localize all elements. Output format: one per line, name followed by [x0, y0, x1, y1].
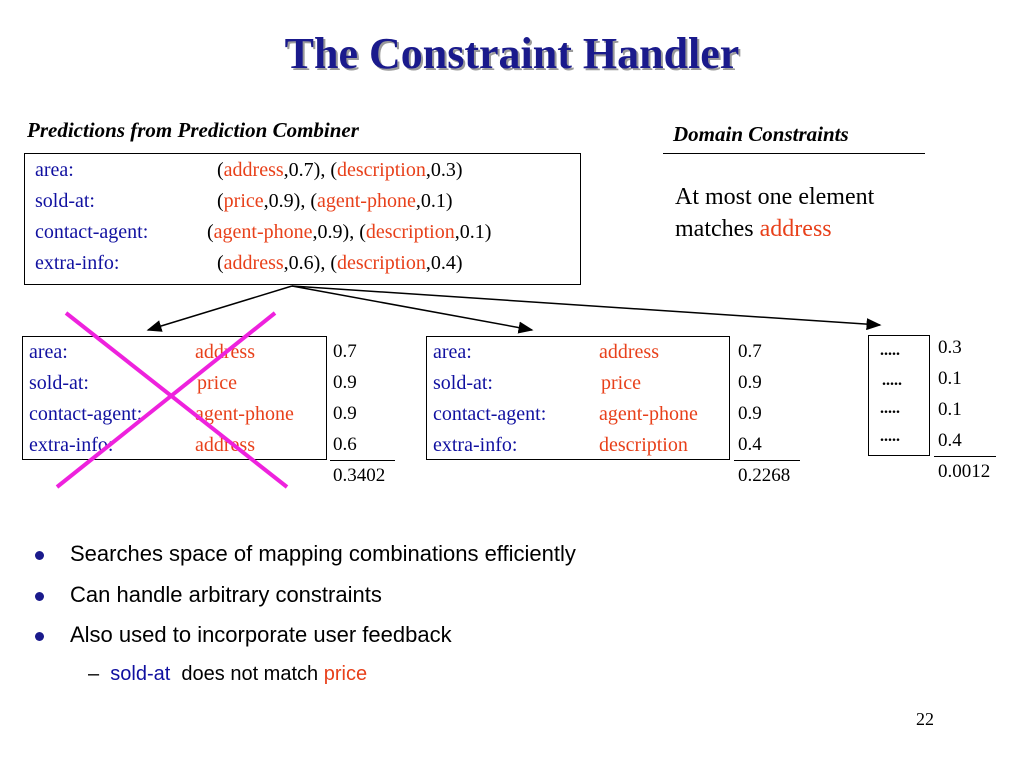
score: 0.9 — [333, 372, 357, 393]
bullet-item: Searches space of mapping combinations e… — [70, 541, 576, 566]
slide-title: The Constraint Handler — [284, 29, 740, 78]
score: 0.9 — [333, 403, 357, 424]
score: 0.1 — [938, 368, 962, 389]
prediction-values: (address,0.7), (description,0.3) — [217, 159, 463, 181]
score: 0.6 — [333, 434, 357, 455]
sum-rule — [330, 460, 395, 461]
ellipsis-row: ..... — [880, 400, 900, 417]
constraint-line: matches address — [675, 216, 832, 242]
arrow-to-mapping3 — [291, 285, 882, 331]
constraint-text: At most one element matches address — [675, 181, 874, 245]
page-number: 22 — [916, 709, 934, 729]
predictions-heading: Predictions from Prediction Combiner — [27, 118, 359, 142]
sum-rule — [934, 456, 996, 457]
attribute-label: area: — [35, 159, 74, 181]
bullet-dot — [35, 551, 44, 560]
prediction-values: (price,0.9), (agent-phone,0.1) — [217, 190, 453, 212]
mapping2-box: area: address sold-at: price contact-age… — [426, 336, 730, 460]
score: 0.7 — [333, 341, 357, 362]
attribute-label: extra-info: — [35, 252, 120, 274]
bullet-dot — [35, 592, 44, 601]
predictions-box: area: (address,0.7), (description,0.3) s… — [24, 153, 581, 285]
score: 0.9 — [738, 372, 762, 393]
score: 0.3 — [938, 337, 962, 358]
bullet-item: Also used to incorporate user feedback — [70, 622, 452, 647]
attribute-label: contact-agent: — [35, 221, 149, 243]
ellipsis-row: ..... — [880, 342, 900, 359]
score: 0.1 — [938, 399, 962, 420]
product-score: 0.3402 — [333, 465, 386, 486]
ellipsis-row: ..... — [882, 372, 902, 389]
constraints-divider — [663, 153, 925, 154]
product-score: 0.0012 — [938, 461, 991, 482]
constraint-line: At most one element — [675, 184, 875, 210]
bullet-item: Can handle arbitrary constraints — [70, 582, 382, 607]
prediction-values: (address,0.6), (description,0.4) — [217, 252, 463, 274]
product-score: 0.2268 — [738, 465, 791, 486]
attribute-label: sold-at: — [35, 190, 95, 212]
bullet-dot — [35, 632, 44, 641]
constraints-heading: Domain Constraints — [673, 122, 849, 146]
score: 0.9 — [738, 403, 762, 424]
score: 0.7 — [738, 341, 762, 362]
arrow-to-mapping1 — [146, 285, 293, 332]
mapping3-box: ..... ..... ..... ..... — [868, 335, 930, 456]
sum-rule — [734, 460, 800, 461]
score: 0.4 — [938, 430, 962, 451]
arrow-to-mapping2 — [291, 285, 534, 334]
score: 0.4 — [738, 434, 762, 455]
sub-bullet-item: – sold-at does not match price — [88, 663, 368, 685]
ellipsis-row: ..... — [880, 428, 900, 445]
prediction-values: (agent-phone,0.9), (description,0.1) — [207, 221, 492, 243]
